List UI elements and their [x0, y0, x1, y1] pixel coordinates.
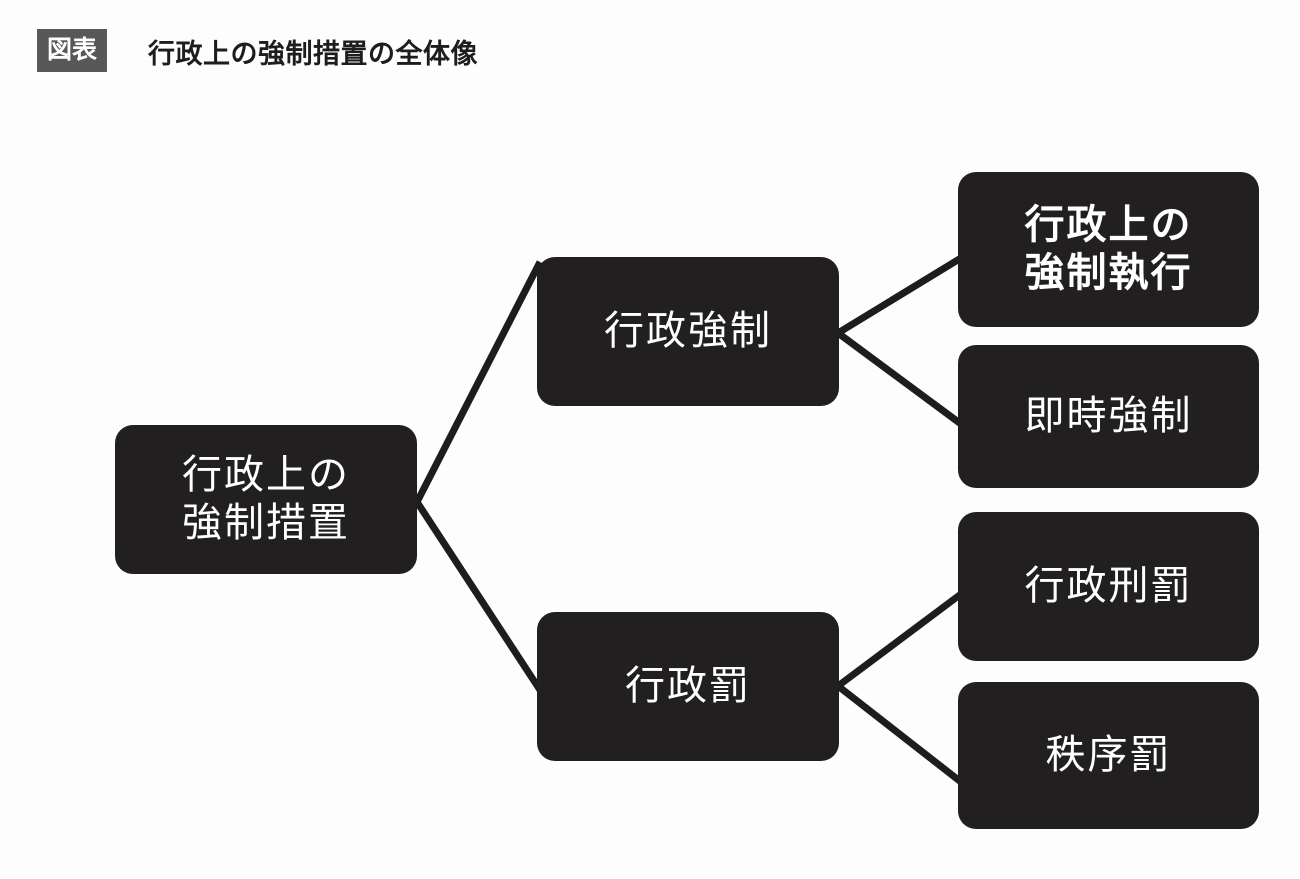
figure-badge-label: 図表	[46, 36, 97, 64]
node-label: 行政上の 強制措置	[182, 453, 350, 545]
node-label: 行政強制	[604, 308, 772, 353]
edge-root-to-gyosei-kyosei	[413, 260, 544, 504]
figure-badge: 図表	[37, 29, 107, 72]
node-gyosei-kyosei[interactable]: 行政強制	[537, 257, 839, 406]
node-label: 即時強制	[1024, 393, 1193, 438]
edge-gyosei-batsu-to-gyosei-keibatsu	[835, 591, 964, 689]
node-gyosei-jo-no-kyosei-sochi[interactable]: 行政上の 強制措置	[115, 425, 417, 574]
node-label: 行政罰	[625, 663, 751, 708]
figure-header: 図表 行政上の強制措置の全体像	[0, 0, 1300, 110]
edge-gyosei-kyosei-to-sokuji-kyosei	[835, 330, 964, 427]
edge-gyosei-kyosei-to-kyosei-shikko	[836, 255, 963, 336]
figure-title: 行政上の強制措置の全体像	[148, 39, 478, 69]
node-label: 行政上の 強制執行	[1024, 203, 1193, 295]
edge-root-to-gyosei-batsu	[414, 500, 543, 692]
node-chitsujo-batsu[interactable]: 秩序罰	[958, 682, 1259, 829]
node-label: 秩序罰	[1045, 732, 1172, 777]
node-gyosei-batsu[interactable]: 行政罰	[537, 612, 839, 761]
node-gyosei-jo-no-kyosei-shikko[interactable]: 行政上の 強制執行	[958, 172, 1259, 327]
node-label: 行政刑罰	[1024, 563, 1193, 608]
edge-gyosei-batsu-to-chitsujo-batsu	[835, 683, 964, 785]
node-gyosei-keibatsu[interactable]: 行政刑罰	[958, 512, 1259, 661]
node-sokuji-kyosei[interactable]: 即時強制	[958, 345, 1259, 488]
